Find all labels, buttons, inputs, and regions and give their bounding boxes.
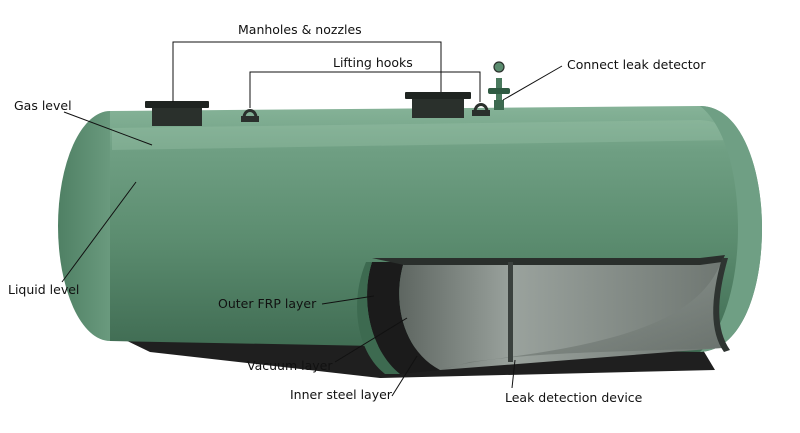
liquid-level-label: Liquid level: [8, 282, 79, 297]
leak-detector-connector: [488, 62, 510, 110]
leak-device-label: Leak detection device: [505, 390, 643, 405]
leak-detector-callout-line: [503, 66, 562, 100]
manhole-right: [405, 92, 471, 118]
lifting-hook-right: [472, 105, 490, 117]
gas-level-label: Gas level: [14, 98, 72, 113]
manhole-left: [145, 101, 209, 126]
leak-detection-rod: [508, 262, 513, 362]
inner-steel-label: Inner steel layer: [290, 387, 393, 402]
manholes-label: Manholes & nozzles: [238, 22, 362, 37]
outer-frp-label: Outer FRP layer: [218, 296, 317, 311]
vacuum-layer-label: Vacuum layer: [247, 358, 333, 373]
leak-detector-label: Connect leak detector: [567, 57, 706, 72]
lifting-hooks-label: Lifting hooks: [333, 55, 413, 70]
